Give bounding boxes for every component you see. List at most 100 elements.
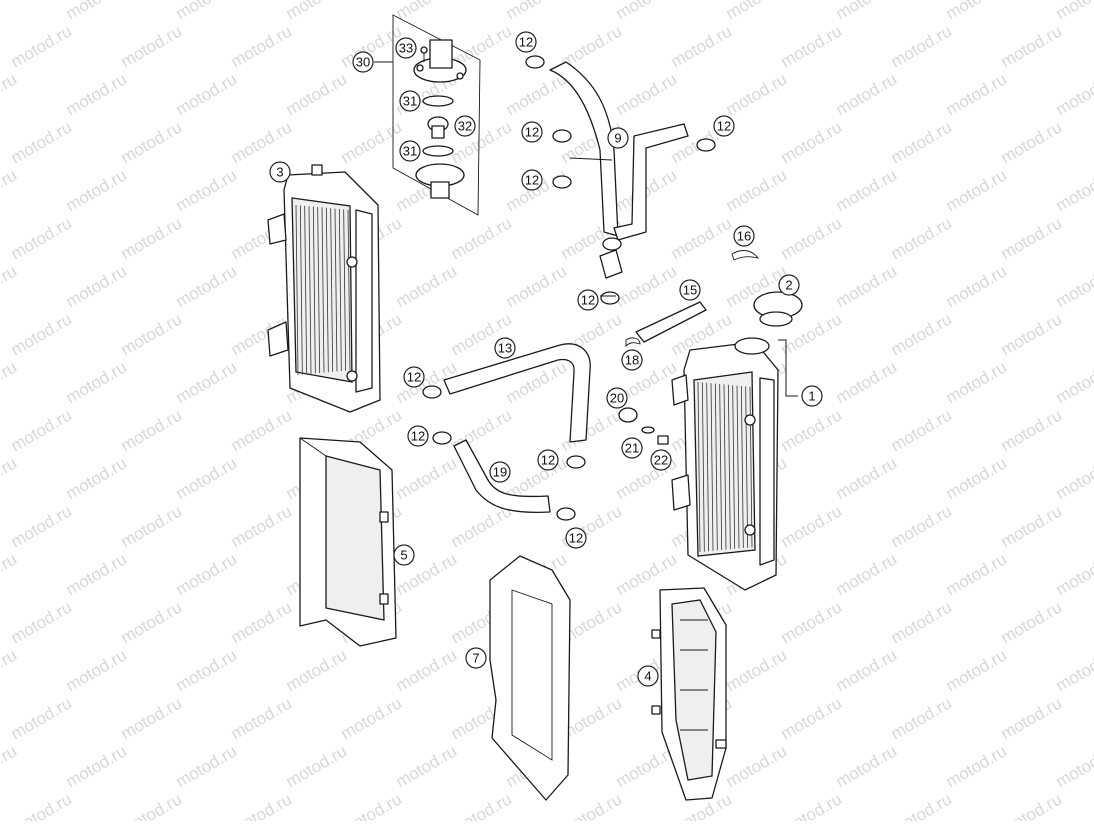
watermark-text: motod.ru bbox=[778, 21, 846, 71]
watermark-text: motod.ru bbox=[283, 645, 351, 695]
watermark-text: motod.ru bbox=[338, 789, 406, 821]
callout-number: 3 bbox=[276, 165, 283, 180]
watermark-text: motod.ru bbox=[613, 261, 681, 311]
watermark-text: motod.ru bbox=[998, 693, 1066, 743]
watermark-text: motod.ru bbox=[888, 501, 956, 551]
callout-7: 7 bbox=[466, 648, 486, 668]
drain-plug-parts bbox=[619, 408, 668, 444]
callout-12: 12 bbox=[714, 116, 734, 136]
callout-number: 12 bbox=[525, 173, 539, 188]
callout-21: 21 bbox=[622, 438, 642, 458]
callout-number: 13 bbox=[498, 341, 512, 356]
watermark-text: motod.ru bbox=[118, 501, 186, 551]
callout-12: 12 bbox=[408, 426, 428, 446]
watermark-text: motod.ru bbox=[8, 117, 76, 167]
watermark-text: motod.ru bbox=[63, 741, 131, 791]
watermark-text: motod.ru bbox=[0, 453, 20, 503]
watermark-text: motod.ru bbox=[0, 645, 20, 695]
callout-number: 7 bbox=[472, 651, 479, 666]
watermark-text: motod.ru bbox=[888, 309, 956, 359]
watermark-text: motod.ru bbox=[393, 453, 461, 503]
radiator-left bbox=[268, 165, 380, 412]
o-ring-31-top bbox=[423, 96, 453, 106]
hose-clamp bbox=[526, 56, 544, 68]
watermark-text: motod.ru bbox=[998, 405, 1066, 455]
watermark-text: motod.ru bbox=[723, 165, 791, 215]
watermark-text: motod.ru bbox=[173, 549, 241, 599]
watermark-text: motod.ru bbox=[63, 165, 131, 215]
callout-number: 32 bbox=[458, 119, 472, 134]
callout-12: 12 bbox=[566, 528, 586, 548]
callout-31: 31 bbox=[400, 91, 420, 111]
watermark-text: motod.ru bbox=[228, 405, 296, 455]
watermark-text: motod.ru bbox=[1053, 549, 1094, 599]
watermark-text: motod.ru bbox=[503, 69, 571, 119]
watermark-text: motod.ru bbox=[558, 405, 626, 455]
callout-33: 33 bbox=[396, 38, 416, 58]
radiator-cap bbox=[754, 292, 802, 326]
watermark-text: motod.ru bbox=[613, 69, 681, 119]
watermark-text: motod.ru bbox=[503, 261, 571, 311]
watermark-text: motod.ru bbox=[1053, 261, 1094, 311]
watermark-text: motod.ru bbox=[1053, 357, 1094, 407]
watermark-text: motod.ru bbox=[8, 405, 76, 455]
watermark-text: motod.ru bbox=[173, 453, 241, 503]
watermark-text: motod.ru bbox=[0, 357, 20, 407]
callout-number: 12 bbox=[411, 429, 425, 444]
callout-number: 15 bbox=[683, 283, 697, 298]
watermark-text: motod.ru bbox=[888, 789, 956, 821]
watermark-text: motod.ru bbox=[283, 69, 351, 119]
watermark-text: motod.ru bbox=[888, 117, 956, 167]
watermark-text: motod.ru bbox=[998, 213, 1066, 263]
watermark-text: motod.ru bbox=[723, 0, 791, 23]
thermostat-32 bbox=[428, 117, 448, 138]
watermark-text: motod.ru bbox=[8, 501, 76, 551]
watermark-text: motod.ru bbox=[778, 789, 846, 821]
watermark-text: motod.ru bbox=[63, 453, 131, 503]
watermark-text: motod.ru bbox=[8, 597, 76, 647]
callout-12: 12 bbox=[404, 367, 424, 387]
watermark-text: motod.ru bbox=[943, 453, 1011, 503]
watermark-text: motod.ru bbox=[1053, 645, 1094, 695]
callout-number: 19 bbox=[493, 465, 507, 480]
watermark-text: motod.ru bbox=[778, 501, 846, 551]
watermark-text: motod.ru bbox=[1053, 69, 1094, 119]
callout-13: 13 bbox=[495, 338, 515, 358]
watermark-text: motod.ru bbox=[613, 0, 681, 23]
watermark-text: motod.ru bbox=[888, 21, 956, 71]
watermark-text: motod.ru bbox=[943, 69, 1011, 119]
watermark-text: motod.ru bbox=[778, 693, 846, 743]
callout-number: 20 bbox=[610, 391, 624, 406]
watermark-text: motod.ru bbox=[393, 741, 461, 791]
watermark-text: motod.ru bbox=[8, 21, 76, 71]
watermark-text: motod.ru bbox=[833, 645, 901, 695]
watermark-text: motod.ru bbox=[943, 741, 1011, 791]
thermostat-cover bbox=[414, 40, 466, 82]
watermark-text: motod.ru bbox=[998, 789, 1066, 821]
watermark-text: motod.ru bbox=[0, 549, 20, 599]
callout-32: 32 bbox=[455, 116, 475, 136]
callout-31: 31 bbox=[400, 141, 420, 161]
callout-16: 16 bbox=[734, 226, 754, 246]
shroud-5 bbox=[300, 438, 396, 646]
callout-15: 15 bbox=[680, 280, 700, 300]
callout-number: 12 bbox=[717, 119, 731, 134]
callout-number: 12 bbox=[581, 293, 595, 308]
callout-number: 22 bbox=[654, 453, 668, 468]
watermark-text: motod.ru bbox=[448, 789, 516, 821]
watermark-text: motod.ru bbox=[1053, 165, 1094, 215]
watermark-text: motod.ru bbox=[833, 357, 901, 407]
watermark-text: motod.ru bbox=[118, 405, 186, 455]
watermark-text: motod.ru bbox=[668, 213, 736, 263]
watermark-text: motod.ru bbox=[118, 309, 186, 359]
callout-number: 1 bbox=[808, 389, 815, 404]
watermark-text: motod.ru bbox=[63, 357, 131, 407]
callout-5: 5 bbox=[394, 545, 414, 565]
watermark-text: motod.ru bbox=[393, 645, 461, 695]
shroud-4 bbox=[652, 588, 726, 800]
watermark-text: motod.ru bbox=[173, 0, 241, 23]
o-ring-31-bottom bbox=[423, 146, 453, 156]
callout-number: 4 bbox=[644, 669, 651, 684]
callout-22: 22 bbox=[651, 450, 671, 470]
